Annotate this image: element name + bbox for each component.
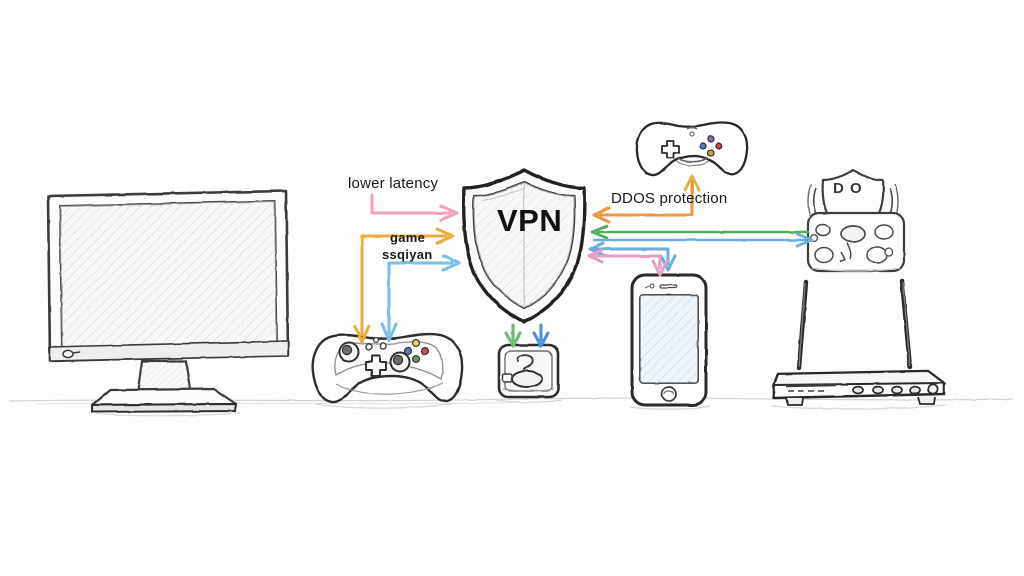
- label-vpn: VPN: [497, 203, 563, 238]
- wifi-router: [771, 278, 947, 410]
- arrow-blue-right: [592, 232, 814, 248]
- computer-monitor: [46, 189, 290, 417]
- arrow-green: [590, 224, 810, 240]
- label-game-line1: game: [390, 230, 426, 245]
- arrow-game-blue: [380, 254, 461, 342]
- arrow-lower-latency: [370, 193, 459, 222]
- label-shield-right: D O: [833, 180, 863, 197]
- small-modem: [495, 343, 563, 403]
- protected-device-right: [806, 168, 906, 273]
- game-controller-top: [635, 121, 749, 177]
- smartphone: [629, 273, 711, 410]
- arrow-ddos-orange: [592, 174, 701, 224]
- arrow-pink-right: [587, 248, 669, 277]
- arrow-down-blue: [532, 323, 550, 348]
- label-lower-latency: lower latency: [348, 175, 439, 192]
- label-ddos-protection: DDOS protection: [611, 190, 728, 207]
- arrow-down-green: [504, 323, 522, 348]
- vpn-shield: [461, 168, 587, 324]
- label-game-line2: ssqiyan: [382, 247, 433, 262]
- arrow-game-gold: [353, 227, 455, 344]
- game-controller-left: [311, 332, 464, 409]
